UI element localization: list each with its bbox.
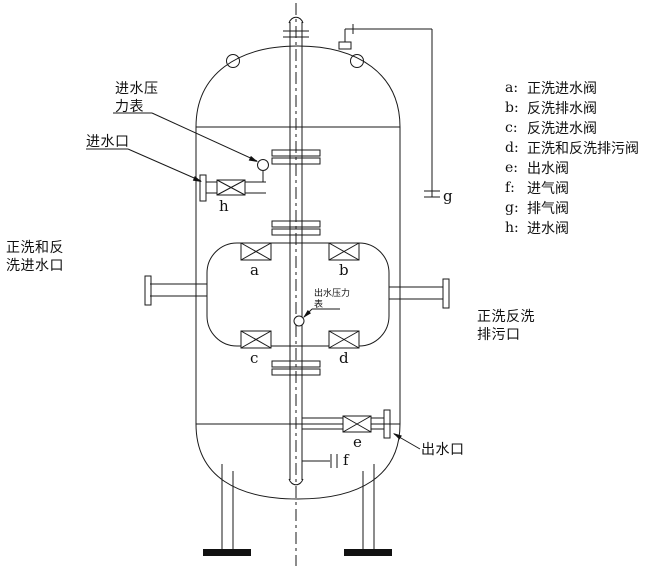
valve-legend: a: 正洗进水阀 b: 反洗排水阀 c: 反洗进水阀 d: 正洗和反洗排污阀 e…	[505, 78, 639, 238]
legend-key: h:	[505, 220, 519, 236]
legend-name: 排气阀	[527, 200, 569, 216]
valve-h-symbol	[216, 179, 246, 196]
legend-name: 反洗排水阀	[527, 100, 597, 116]
lifting-lug-right	[350, 54, 364, 68]
air-inlet-fitting	[302, 454, 338, 468]
legend-item-d: d: 正洗和反洗排污阀	[505, 138, 639, 158]
outlet-pressure-gauge	[293, 315, 305, 327]
legend-key: b:	[505, 100, 519, 116]
label-inlet-pressure-gauge: 进水压 力表	[115, 80, 159, 115]
legend-item-e: e: 出水阀	[505, 158, 639, 178]
legend-name: 正洗和反洗排污阀	[527, 140, 639, 156]
valve-letter-a: a	[250, 261, 259, 279]
legend-key: f:	[505, 180, 515, 196]
valve-d-symbol	[328, 330, 360, 349]
legend-key: g:	[505, 200, 519, 216]
legend-key: a:	[505, 80, 519, 96]
valve-letter-g: g	[443, 187, 453, 205]
valve-letter-c: c	[250, 349, 259, 367]
legend-name: 正洗进水阀	[527, 80, 597, 96]
legend-name: 进水阀	[527, 220, 569, 236]
wash-inlet-pipe	[144, 275, 207, 306]
valve-b-symbol	[328, 242, 360, 261]
valve-e-symbol	[342, 415, 372, 433]
wash-inlet-flange	[144, 275, 152, 306]
legend-name: 出水阀	[527, 160, 569, 176]
legend-key: e:	[505, 160, 519, 176]
valve-letter-d: d	[339, 349, 349, 367]
label-outlet-pressure-gauge: 出水压力 表	[314, 288, 351, 310]
valve-letter-f: f	[343, 451, 349, 469]
center-pipe	[283, 16, 309, 486]
pipe-bottom-cap	[288, 478, 304, 486]
foot-plate-right	[344, 549, 392, 556]
vessel-shell	[195, 45, 401, 500]
outlet-pipe-flange	[383, 409, 391, 439]
valve-c-symbol	[240, 330, 272, 349]
legend-key: c:	[505, 120, 518, 136]
internal-manifold	[206, 242, 390, 347]
legend-item-b: b: 反洗排水阀	[505, 98, 639, 118]
inlet-pipe-flange	[199, 174, 207, 202]
support-legs	[203, 464, 392, 556]
legend-name: 反洗进水阀	[527, 120, 597, 136]
label-drain-outlet: 正洗反洗 排污口	[477, 308, 535, 343]
leader-lines	[86, 112, 421, 450]
legend-name: 进气阀	[527, 180, 569, 196]
lifting-lug-left	[226, 54, 240, 68]
valve-letter-h: h	[219, 197, 229, 215]
valve-letter-e: e	[353, 433, 362, 451]
inlet-pressure-gauge	[257, 159, 269, 182]
legend-item-g: g: 排气阀	[505, 198, 639, 218]
legend-item-c: c: 反洗进水阀	[505, 118, 639, 138]
label-water-inlet: 进水口	[86, 133, 130, 149]
legend-key: d:	[505, 140, 519, 156]
label-wash-inlet: 正洗和反 洗进水口	[6, 239, 64, 274]
legend-item-a: a: 正洗进水阀	[505, 78, 639, 98]
drain-pipe-flange	[442, 278, 450, 309]
pipe-flange-plates	[271, 149, 321, 376]
vent-pipe	[338, 24, 440, 198]
legend-item-h: h: 进水阀	[505, 218, 639, 238]
drain-pipe	[389, 278, 450, 309]
pipe-top-cap	[288, 16, 304, 24]
legend-item-f: f: 进气阀	[505, 178, 639, 198]
foot-plate-left	[203, 549, 251, 556]
valve-a-symbol	[240, 242, 272, 261]
label-water-outlet: 出水口	[421, 441, 465, 457]
valve-letter-b: b	[339, 261, 349, 279]
